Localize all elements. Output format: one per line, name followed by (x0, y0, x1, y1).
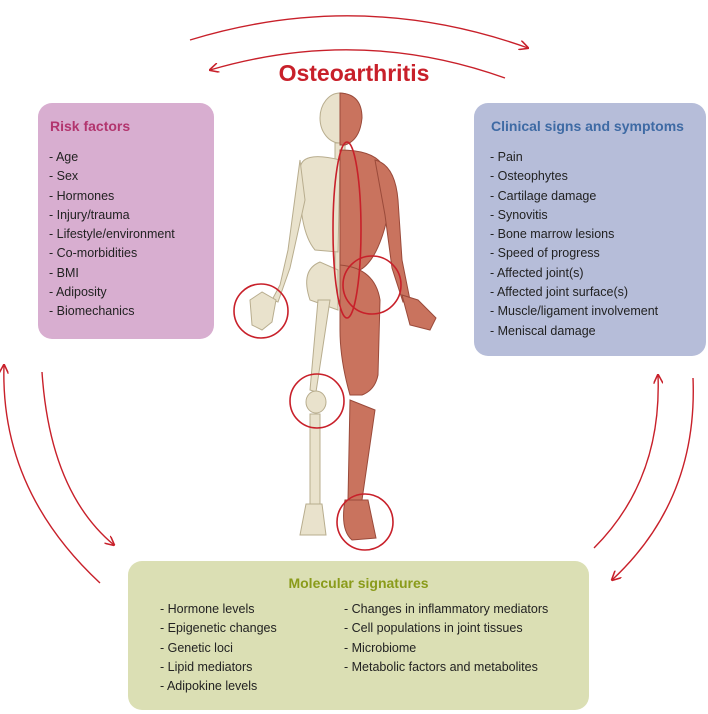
list-item: - Affected joint surface(s) (490, 285, 629, 300)
list-item: - Bone marrow lesions (490, 227, 615, 242)
list-item: - Meniscal damage (490, 323, 596, 338)
list-item: - Synovitis (490, 207, 548, 222)
risk-factors-list: - Age - Sex - Hormones - Injury/trauma -… (49, 148, 175, 322)
list-item: - Speed of progress (490, 246, 600, 261)
list-item: - Affected joint(s) (490, 265, 584, 280)
left-arrow-outer (4, 365, 101, 584)
list-item: - Co-morbidities (49, 246, 138, 261)
list-item: - Microbiome (344, 640, 417, 655)
clinical-signs-heading: Clinical signs and symptoms (491, 118, 684, 134)
muscle-half (339, 92, 437, 541)
list-item: - Osteophytes (490, 169, 568, 184)
list-item: - Cell populations in joint tissues (344, 621, 523, 636)
list-item: - Cartilage damage (490, 188, 597, 203)
list-item: - Hormones (49, 188, 115, 203)
clinical-signs-list: - Pain - Osteophytes - Cartilage damage … (490, 148, 658, 341)
molecular-list-left: - Hormone levels - Epigenetic changes - … (160, 600, 277, 696)
right-arrow-outer (593, 375, 658, 549)
list-item: - Metabolic factors and metabolites (344, 659, 538, 674)
top-arrow-outer (189, 15, 528, 48)
top-arrow-inner (210, 49, 506, 79)
list-item: - Hormone levels (160, 602, 255, 616)
molecular-signatures-box: Molecular signatures - Hormone levels - … (128, 561, 589, 710)
list-item: - Adipokine levels (160, 679, 258, 694)
list-item: - Age (49, 150, 79, 164)
foot-highlight (336, 493, 394, 551)
list-item: - BMI (49, 265, 79, 280)
right-arrow-inner (612, 377, 694, 580)
list-item: - Injury/trauma (49, 207, 130, 222)
list-item: - Sex (49, 169, 79, 184)
hip-highlight (342, 255, 402, 315)
spine-highlight (332, 141, 362, 319)
clinical-signs-box: Clinical signs and symptoms - Pain - Ost… (474, 103, 706, 356)
molecular-list-right: - Changes in inflammatory mediators - Ce… (344, 600, 548, 677)
risk-factors-heading: Risk factors (50, 118, 131, 134)
hand-highlight (233, 283, 289, 339)
list-item: - Biomechanics (49, 304, 135, 319)
left-arrow-inner (41, 371, 114, 545)
molecular-signatures-heading: Molecular signatures (288, 575, 429, 591)
diagram-title: Osteoarthritis (278, 60, 430, 86)
list-item: - Changes in inflammatory mediators (344, 602, 549, 616)
list-item: - Muscle/ligament involvement (490, 304, 659, 319)
list-item: - Adiposity (49, 285, 107, 300)
list-item: - Genetic loci (160, 640, 233, 655)
list-item: - Lipid mediators (160, 659, 253, 674)
list-item: - Epigenetic changes (160, 621, 277, 636)
list-item: - Lifestyle/environment (49, 227, 175, 242)
risk-factors-box: Risk factors - Age - Sex - Hormones - In… (38, 103, 214, 339)
knee-highlight (289, 373, 345, 429)
list-item: - Pain (490, 150, 523, 164)
